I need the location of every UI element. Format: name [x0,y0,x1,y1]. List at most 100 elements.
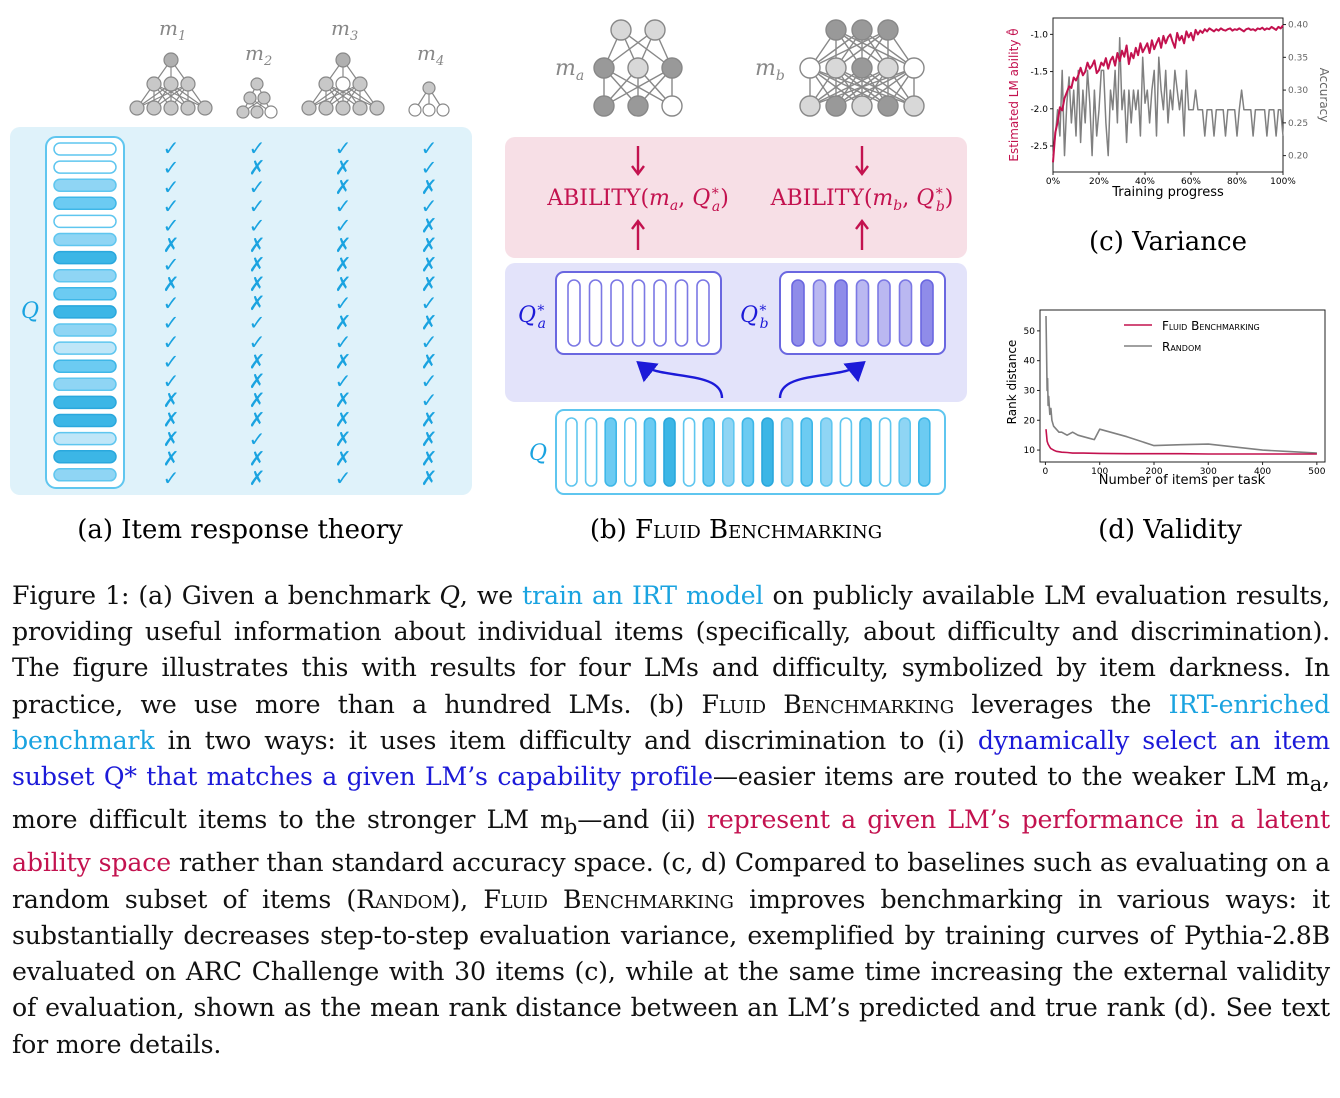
network-node [851,95,873,117]
benchmark-item [878,417,892,487]
plot-d-series [1045,315,1317,455]
network-node [236,105,250,119]
network-node [163,52,179,68]
check-mark-icon: ✓ [163,175,180,199]
network-node [644,19,666,41]
cross-mark-icon: ✗ [335,311,352,335]
benchmark-item [53,449,117,464]
network-node [243,91,257,105]
plot-frame-c [1052,17,1284,173]
check-mark-icon: ✓ [163,252,180,276]
figure-caption: Figure 1: (a) Given a benchmark Q, we tr… [12,578,1330,1063]
cross-mark-icon: ✗ [335,233,352,257]
caption-text-3: on publicly available LM evaluation resu… [12,581,1330,719]
response-marks: ✓✓✓✓✓✗✓✗✓✓✓✓✓✗✗✗✗✓✓✗✓✓✓✗✗✗✗✓✓✗✗✗✗✓✗✗✓✗✗✓… [163,136,438,490]
network-node [799,95,821,117]
model-label: m1 [159,16,186,44]
model-label: m4 [417,41,444,69]
subset-items [567,279,934,347]
route-arrow-a [636,361,724,399]
cross-mark-icon: ✗ [335,427,352,451]
xlabel-c: Training progress [1111,185,1224,200]
network-node [825,57,847,79]
red-arrows [631,146,869,250]
benchmark-items-b [565,417,931,487]
subset-item-b [898,279,913,347]
network-node [318,76,334,92]
network-node [593,57,615,79]
caption-text-10: ), [450,884,484,914]
network-node [146,76,162,92]
subset-item-a [653,279,667,347]
benchmark-item [53,268,117,283]
subset-item-a [588,279,603,347]
q-label-a: Q [21,299,39,324]
subset-item-b [877,279,891,347]
benchmark-item [761,417,774,487]
ability-band [505,137,967,258]
check-mark-icon: ✓ [249,427,266,451]
check-mark-icon: ✓ [249,136,266,160]
model-b-label: mb [755,56,785,84]
cross-mark-icon: ✗ [335,408,352,432]
check-mark-icon: ✓ [421,136,438,160]
ytick-label-left-c: -2.0 [1030,105,1048,115]
caption-text-9: rather than standard accuracy space. (c,… [12,848,1330,914]
network-node [264,105,278,119]
network-node [129,100,145,116]
plot-frame-d [1039,309,1326,463]
network-node [250,105,264,119]
network-node [877,57,899,79]
xtick-label-c: 100% [1270,177,1296,187]
ytick-label-d: 30 [1024,386,1036,396]
cross-mark-icon: ✗ [249,272,266,296]
caption-c: (c) Variance [1089,227,1247,257]
check-mark-icon: ✓ [163,214,180,238]
cross-mark-icon: ✗ [421,466,438,490]
network-node [422,103,436,117]
ytick-label-d: 10 [1024,446,1036,456]
check-mark-icon: ✓ [335,194,352,218]
network-node [180,100,196,116]
check-mark-icon: ✓ [335,369,352,393]
check-mark-icon: ✓ [335,291,352,315]
ytick-label-right-c: 0.25 [1288,119,1308,129]
benchmark-item [780,417,794,487]
model-a-label: ma [555,56,584,84]
caption-a: (a) Item response theory [77,515,403,545]
cross-mark-icon: ✗ [421,175,438,199]
check-mark-icon: ✓ [163,311,180,335]
subset-item-a [696,279,710,347]
caption-q-symbol: Q [439,581,460,610]
check-mark-icon: ✓ [421,388,438,412]
cross-mark-icon: ✗ [335,388,352,412]
caption-highlight-enriched: IRT-enriched benchmark [12,689,1330,755]
network-node [903,57,925,79]
network-node [146,100,162,116]
xtick-label-c: 0% [1046,177,1061,187]
network-node [627,95,649,117]
network-node [335,100,351,116]
cross-mark-icon: ✗ [163,408,180,432]
xtick-label-c: 40% [1135,177,1155,187]
xtick-label-d: 300 [1200,467,1217,477]
benchmark-item [819,417,833,487]
xlabel-d: Number of items per task [1099,473,1266,488]
check-mark-icon: ✓ [335,330,352,354]
q-label-b: Q [529,441,547,466]
legend-label-fluid: Fluid Benchmarking [1162,319,1260,333]
panel-b: ma mb ABILITY(ma, Q∗a) ABILITY(mb, Q∗b) … [505,19,967,495]
benchmark-item [800,417,814,487]
benchmark-item [53,395,117,410]
cross-mark-icon: ✗ [421,427,438,451]
benchmark-item [839,417,853,487]
cross-mark-icon: ✗ [421,272,438,296]
check-mark-icon: ✓ [335,466,352,490]
check-mark-icon: ✓ [163,330,180,354]
xtick-label-d: 200 [1145,467,1162,477]
check-mark-icon: ✓ [421,155,438,179]
legend-label-random: Random [1162,340,1201,354]
benchmark-item [663,417,676,487]
model-label: m3 [331,16,358,44]
